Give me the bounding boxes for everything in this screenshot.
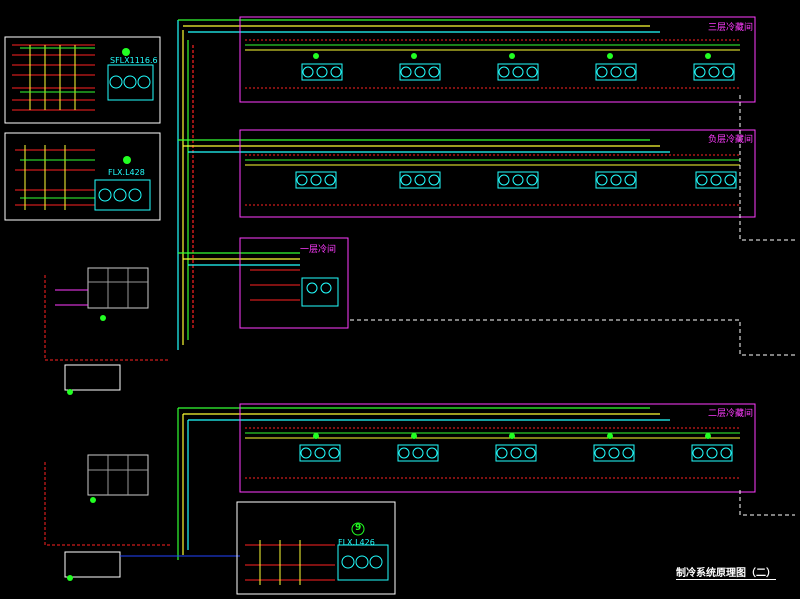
room-title-floor2: 二层冷藏间	[708, 409, 754, 419]
condenser-c-model: FLX.L426	[338, 538, 375, 547]
condenser-box-c	[236, 501, 396, 595]
room-floor1	[239, 237, 349, 329]
condenser-a-model: SFLX1116.6	[110, 56, 158, 65]
drawing-title: 制冷系统原理图（二）	[676, 564, 776, 580]
room-title-floor1: 一层冷间	[300, 245, 337, 255]
compressor-unit-a	[44, 267, 170, 395]
room-basement	[239, 129, 756, 218]
compressor-unit-b	[44, 454, 240, 581]
drain-lines	[350, 95, 795, 516]
room-title-floor3: 三层冷藏间	[708, 23, 754, 33]
room-floor3	[239, 16, 756, 103]
unit-tags-floor2	[313, 433, 711, 439]
condenser-box-b	[4, 132, 161, 221]
condenser-b-model: FLX.L428	[108, 168, 145, 177]
evaporator-row-floor3	[301, 63, 735, 81]
condenser-box-a	[4, 36, 161, 124]
evaporator-row-basement	[295, 171, 737, 189]
evaporator-row-floor2	[299, 444, 733, 462]
room-floor2	[239, 403, 756, 493]
unit-tags-floor3	[313, 53, 711, 59]
room-title-basement: 负层冷藏间	[708, 135, 754, 145]
condenser-c-tag: 9	[355, 523, 362, 533]
main-risers	[177, 19, 670, 560]
